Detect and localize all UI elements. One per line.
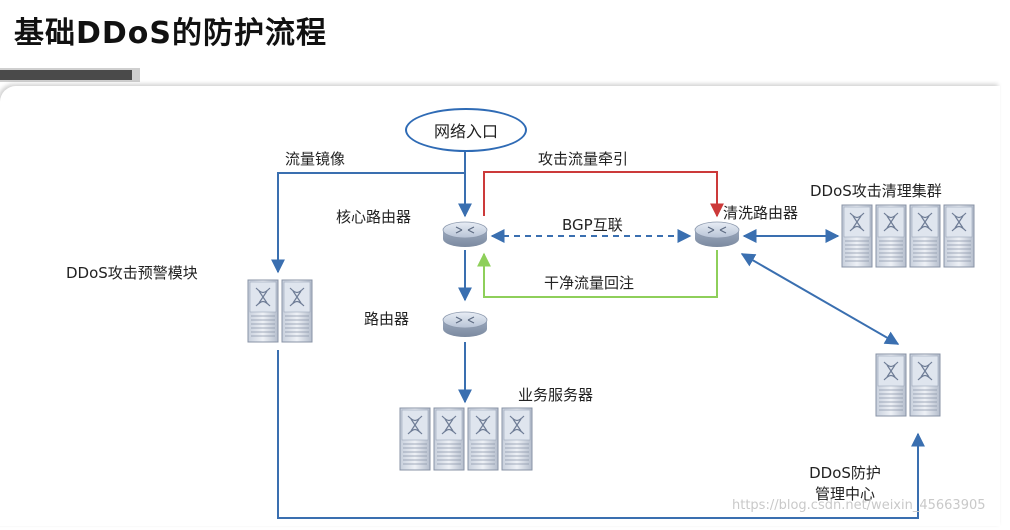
watermark: https://blog.csdn.net/weixin_45663905 [732, 498, 986, 513]
mgmt-center-label-line2: 管理中心 [814, 485, 875, 503]
warning-module-server-icon [247, 279, 313, 343]
title-underline [0, 70, 132, 80]
clean-return-arrow [477, 250, 718, 298]
page-title: 基础DDoS的防护流程 [14, 16, 328, 51]
clean-return-label: 干净流量回注 [544, 274, 635, 292]
router-label: 路由器 [364, 310, 410, 328]
core-router-icon [442, 221, 488, 248]
clean-to-mgmt-link [740, 253, 900, 345]
router-icon [442, 311, 488, 338]
attack-redirect-arrow [483, 171, 724, 218]
network-entry-node: 网络入口 [405, 108, 527, 152]
clean-router-label: 清洗路由器 [723, 204, 799, 222]
cluster-label: DDoS攻击清理集群 [810, 182, 942, 200]
mirror-label: 流量镜像 [285, 150, 346, 168]
cluster-server-icon [841, 204, 975, 268]
mgmt-center-label-line1: DDoS防护 [809, 464, 881, 482]
warning-to-mgmt-arrow [277, 350, 925, 519]
core-router-label: 核心路由器 [336, 208, 412, 226]
mirror-arrow [271, 172, 465, 274]
attack-redirect-label: 攻击流量牵引 [538, 150, 629, 168]
clean-router-icon [694, 221, 740, 248]
business-server-icon [399, 407, 533, 471]
servers-label: 业务服务器 [518, 386, 594, 404]
mgmt-center-server-icon [875, 353, 941, 417]
warning-module-label: DDoS攻击预警模块 [66, 264, 198, 282]
bgp-label: BGP互联 [562, 216, 623, 234]
